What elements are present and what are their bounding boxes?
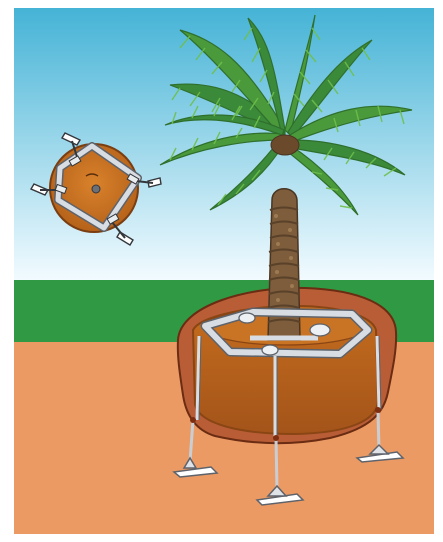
- palm-crown-base: [271, 135, 299, 155]
- anchor-bracket: [310, 324, 330, 336]
- anchor-bracket: [262, 345, 278, 355]
- trunk-center-mark: [92, 185, 100, 193]
- anchor-bracket: [239, 313, 255, 323]
